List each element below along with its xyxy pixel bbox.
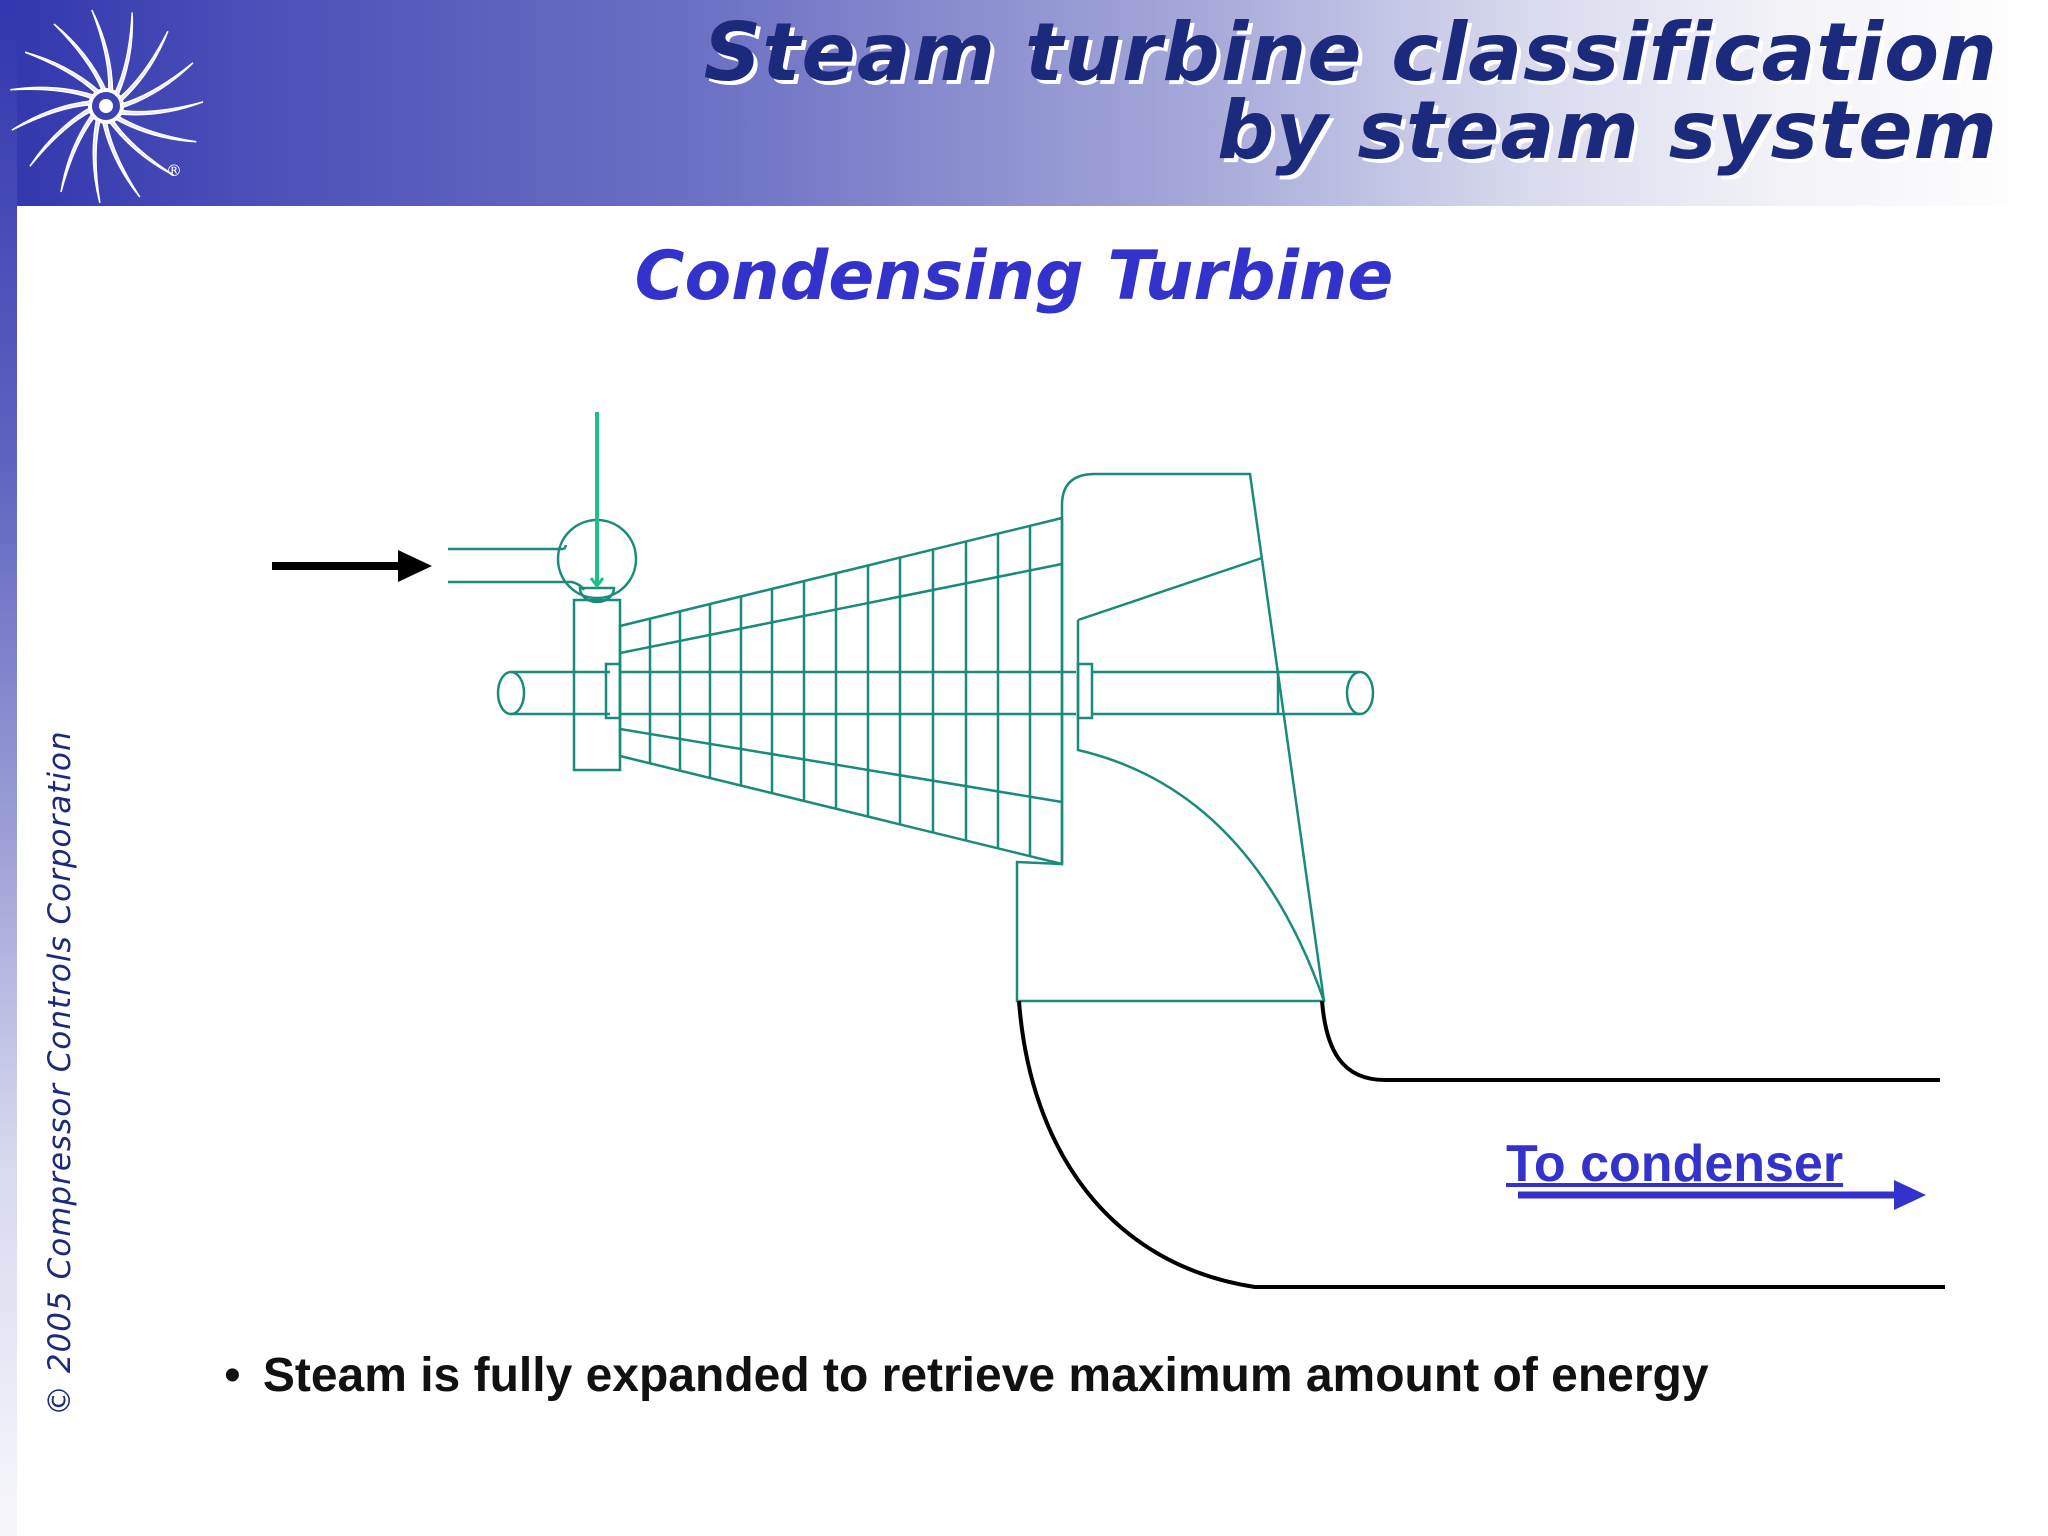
nozzle-ring-lines: [619, 562, 1063, 804]
steam-supply-line: [589, 412, 605, 589]
steam-inlet-arrow: [272, 550, 432, 582]
title-line-2: by steam system: [1217, 84, 1998, 177]
shaft-left-end: [496, 670, 610, 716]
registered-mark: ®: [166, 161, 182, 180]
bullet-marker: •: [224, 1349, 241, 1402]
left-band: [0, 0, 17, 1536]
slide-subtitle: Condensing Turbine: [634, 237, 1394, 316]
exhaust-diffuser: [1076, 556, 1326, 1002]
steam-chest-block: [572, 598, 622, 772]
to-condenser-arrow: [1518, 1180, 1926, 1210]
content-panel: [17, 206, 2048, 1536]
inlet-pipe: [448, 544, 586, 591]
company-logo: ®: [9, 9, 204, 204]
bullet-text: Steam is fully expanded to retrieve maxi…: [262, 1349, 1709, 1402]
turbine-wheel-icon: [9, 9, 204, 204]
title-line-1: Steam turbine classification: [703, 6, 1998, 99]
page-title: Steam turbine classification by steam sy…: [703, 6, 1998, 177]
shaft-right-end: [1092, 670, 1375, 716]
exhaust-hood-outline: [1015, 472, 1326, 1003]
blade-rows: [648, 518, 1064, 864]
condenser-duct: [1017, 1000, 1945, 1289]
turbine-casing-cone: [618, 516, 1064, 866]
header-band: [0, 0, 2048, 206]
governor-valve-seat: [578, 586, 616, 604]
bullet-point: • Steam is fully expanded to retrieve max…: [224, 1348, 1709, 1403]
right-bearing: [1076, 662, 1094, 720]
to-condenser-label: To condenser: [1506, 1135, 1844, 1193]
